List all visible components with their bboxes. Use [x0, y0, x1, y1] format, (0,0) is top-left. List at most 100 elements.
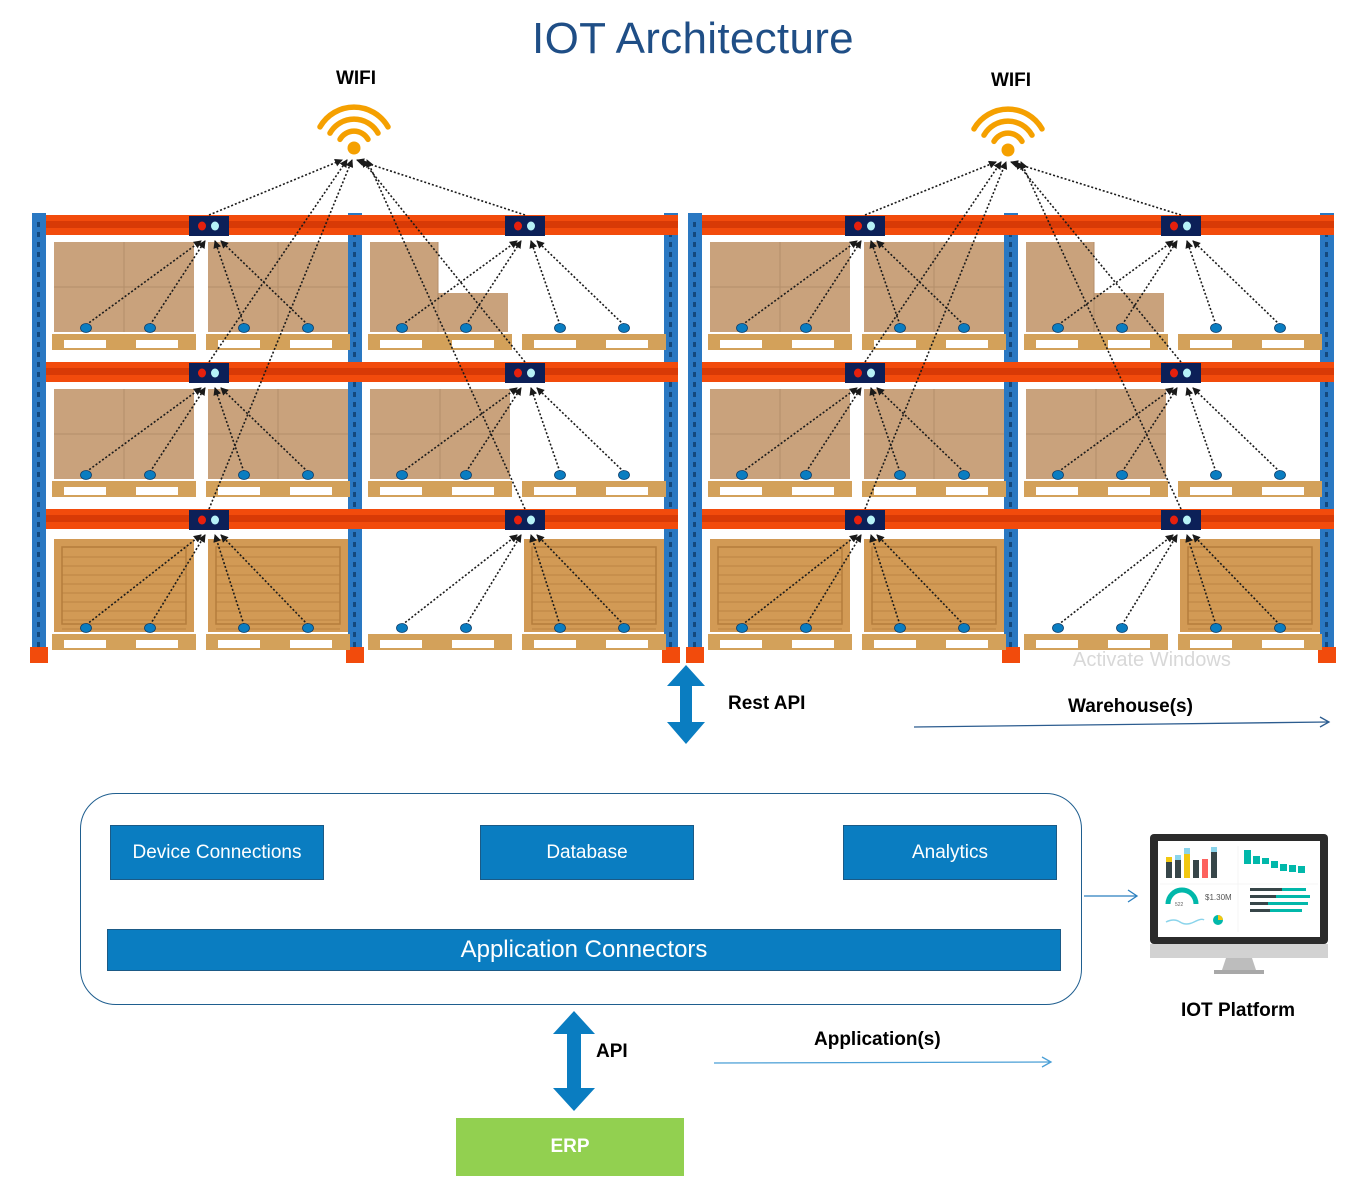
- gateway-wifi-link-arrow: [1010, 160, 1182, 216]
- sensor-link-arrow: [876, 387, 965, 473]
- wooden-crate: [710, 539, 850, 632]
- gateway-led-cyan: [527, 515, 535, 525]
- sensor-tag-icon: [736, 623, 748, 633]
- sensor-link-arrow: [536, 534, 625, 626]
- sensor-link-arrow: [536, 240, 625, 326]
- iot-platform-label: IOT Platform: [1181, 1000, 1296, 1021]
- sensor-tag-icon: [238, 623, 250, 633]
- gateway-wifi-link-arrow: [864, 160, 997, 216]
- sensor-tag-icon: [302, 323, 314, 333]
- sensor-tag-icon: [1116, 623, 1128, 633]
- rack-upright: [1004, 213, 1018, 663]
- sensor-tag-icon: [958, 470, 970, 480]
- sensor-tag-icon: [238, 470, 250, 480]
- wooden-crate: [864, 539, 1004, 632]
- sensor-link-arrow: [876, 534, 965, 626]
- sensor-tag-icon: [460, 323, 472, 333]
- gateway-device-icon: [505, 216, 545, 236]
- monitor-chin: [1150, 944, 1328, 958]
- gateway-led-red: [854, 221, 862, 231]
- gateway-led-red: [198, 221, 206, 231]
- gateway-led-red: [854, 515, 862, 525]
- sensor-tag-icon: [1116, 323, 1128, 333]
- sensor-tag-icon: [894, 623, 906, 633]
- sensor-link-arrow: [1057, 534, 1174, 626]
- upright-foot: [662, 647, 680, 663]
- gateway-led-red: [854, 368, 862, 378]
- sensor-tag-icon: [302, 470, 314, 480]
- sensor-tag-icon: [1274, 470, 1286, 480]
- wifi-icon: [317, 104, 391, 155]
- sensor-link-arrow: [805, 387, 862, 473]
- sensor-tag-icon: [1210, 623, 1222, 633]
- dashboard-gauge: [1165, 887, 1199, 905]
- upright-foot: [686, 647, 704, 663]
- platform-container: [80, 793, 1082, 1005]
- gateway-led-cyan: [1183, 368, 1191, 378]
- sensor-tag-icon: [958, 323, 970, 333]
- gateway-device-icon: [845, 510, 885, 530]
- sensor-tag-icon: [736, 323, 748, 333]
- sensor-link-arrow: [149, 387, 206, 473]
- sensor-link-arrow: [220, 534, 309, 626]
- sensor-tag-icon: [1274, 623, 1286, 633]
- sensor-link-arrow: [465, 240, 522, 326]
- gateway-device-icon: [505, 510, 545, 530]
- wooden-crate: [208, 539, 348, 632]
- sensor-tag-icon: [618, 470, 630, 480]
- gateway-device-icon: [1161, 363, 1201, 383]
- wifi-icon: [971, 106, 1045, 157]
- sensor-link-arrow: [529, 240, 561, 326]
- gateway-led-red: [514, 515, 522, 525]
- dashboard-waterfall: [1244, 850, 1305, 873]
- gateway-wifi-link-arrow: [208, 158, 343, 216]
- sensor-tag-icon: [554, 323, 566, 333]
- sensor-link-arrow: [220, 387, 309, 473]
- api-double-arrow-icon: [553, 1011, 595, 1111]
- sensor-tag-icon: [1210, 323, 1222, 333]
- gateway-led-cyan: [211, 221, 219, 231]
- sensor-tag-icon: [894, 323, 906, 333]
- gateway-led-cyan: [1183, 515, 1191, 525]
- gateway-device-icon: [189, 216, 229, 236]
- iot-platform-monitor-icon: 522 $1.30M: [1150, 834, 1328, 974]
- sensor-link-arrow: [149, 534, 206, 626]
- rack-upright: [688, 213, 702, 663]
- gateway-led-cyan: [527, 221, 535, 231]
- sensor-link-arrow: [1192, 240, 1281, 326]
- sensor-link-arrow: [869, 387, 901, 473]
- rack-upright: [32, 213, 46, 663]
- sensor-tag-icon: [80, 623, 92, 633]
- sensor-link-arrow: [1185, 240, 1217, 326]
- sensor-tag-icon: [396, 623, 408, 633]
- gauge-value: 522: [1175, 902, 1184, 908]
- sensor-tag-icon: [894, 470, 906, 480]
- arrowhead-icon: [1127, 889, 1139, 903]
- sensor-link-arrow: [1192, 387, 1281, 473]
- upright-foot: [346, 647, 364, 663]
- rack-upright: [348, 213, 362, 663]
- diagram-title: IOT Architecture: [532, 14, 854, 63]
- warehouse-label: Warehouse(s): [1068, 696, 1193, 717]
- gateway-wifi-link-arrow: [361, 159, 526, 363]
- sensor-link-arrow: [1121, 240, 1178, 326]
- sensor-tag-icon: [618, 623, 630, 633]
- sensor-tag-icon: [1052, 470, 1064, 480]
- gateway-led-red: [198, 515, 206, 525]
- sensor-link-arrow: [876, 240, 965, 326]
- gateway-led-red: [198, 368, 206, 378]
- os-watermark: Activate Windows: [1073, 649, 1231, 671]
- gateway-device-icon: [1161, 216, 1201, 236]
- sensor-tag-icon: [736, 470, 748, 480]
- monitor-base: [1214, 970, 1264, 974]
- sensor-tag-icon: [618, 323, 630, 333]
- gateway-led-cyan: [867, 515, 875, 525]
- sensor-tag-icon: [1052, 623, 1064, 633]
- sensor-tag-icon: [144, 323, 156, 333]
- gateway-device-icon: [845, 363, 885, 383]
- warehouse-diagram: [30, 104, 1336, 744]
- warehouse-rack: [30, 213, 680, 663]
- rest-api-label: Rest API: [728, 693, 806, 714]
- sensor-tag-icon: [958, 623, 970, 633]
- sensor-link-arrow: [465, 387, 522, 473]
